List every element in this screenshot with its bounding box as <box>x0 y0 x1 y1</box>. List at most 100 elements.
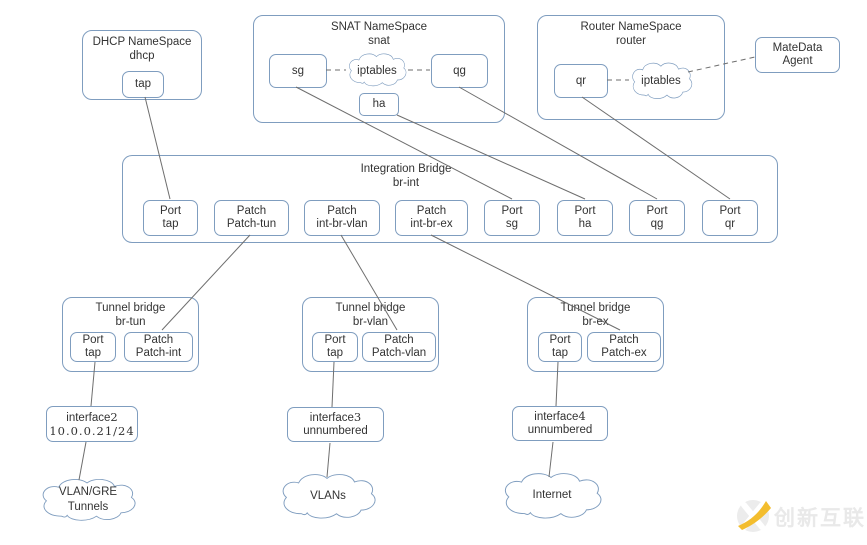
port-label: Patch <box>236 205 267 217</box>
br-ex-container: Tunnel bridge br-ex Port tap Patch Patch… <box>527 297 664 372</box>
metadata-agent-line2: Agent <box>782 55 813 67</box>
vlans-cloud <box>282 474 376 519</box>
snat-namespace-container: SNAT NameSpace snat sg qg ha <box>253 15 505 123</box>
port-label: Port <box>501 205 523 217</box>
br-tun-container: Tunnel bridge br-tun Port tap Patch Patc… <box>62 297 199 372</box>
internet-cloud <box>504 473 602 519</box>
router-qr-label: qr <box>575 74 587 87</box>
br-int-port-qg-box: Port qg <box>629 200 685 236</box>
snat-namespace-name: snat <box>368 35 390 47</box>
port-label: tap <box>327 347 343 359</box>
interface3-box: interface3 unnumbered <box>287 407 384 442</box>
port-label: ha <box>578 218 592 230</box>
br-int-patch-tun-box: Patch Patch-tun <box>214 200 289 236</box>
dhcp-namespace-title-line: DHCP NameSpace <box>92 36 192 48</box>
snat-ha-label: ha <box>372 98 386 110</box>
integration-bridge-name: br-int <box>392 177 420 189</box>
router-namespace-title-line: Router NameSpace <box>580 21 682 33</box>
internet-label: Internet <box>533 489 573 501</box>
port-label: Port <box>159 205 182 217</box>
snat-qg-label: qg <box>453 64 466 77</box>
port-label: tap <box>162 218 179 230</box>
interface-index: 3 <box>353 410 362 424</box>
port-label: qr <box>724 218 736 230</box>
snat-sg-box: sg <box>269 54 327 88</box>
port-label: Patch <box>143 334 174 346</box>
br-vlan-title-line: Tunnel bridge <box>335 302 406 314</box>
br-int-port-qr-box: Port qr <box>702 200 758 236</box>
port-label: Port <box>82 334 104 346</box>
integration-bridge-title-line: Integration Bridge <box>360 163 452 175</box>
br-ex-title-line: Tunnel bridge <box>560 302 631 314</box>
router-namespace-name: router <box>615 35 647 47</box>
connector-interface3-to-vlans-cloud <box>326 442 331 478</box>
port-label: int-br-vlan <box>316 218 368 230</box>
solid-connectors <box>78 86 731 481</box>
dhcp-namespace-container: DHCP NameSpace dhcp tap <box>82 30 202 100</box>
snat-sg-label: sg <box>291 64 305 77</box>
br-int-port-ha-box: Port ha <box>557 200 613 236</box>
interface3-detail: unnumbered <box>303 425 368 437</box>
interface4-box: interface4 unnumbered <box>512 406 608 441</box>
port-label: Patch-tun <box>226 218 277 230</box>
port-label: qg <box>650 218 664 230</box>
br-vlan-title: Tunnel bridge br-vlan <box>303 301 438 329</box>
port-label: tap <box>85 347 101 359</box>
port-label: Port <box>549 334 571 346</box>
port-label: Port <box>646 205 668 217</box>
interface-label: interface <box>534 411 579 423</box>
interface-label: interface <box>309 412 354 424</box>
port-label: int-br-ex <box>410 218 453 230</box>
snat-qg-box: qg <box>431 54 488 88</box>
port-label: Patch <box>327 205 357 217</box>
snat-namespace-title: SNAT NameSpace snat <box>254 20 504 48</box>
snat-ha-box: ha <box>359 93 399 116</box>
port-label: Port <box>324 334 346 346</box>
vlan-gre-label-line1: VLAN/GRE <box>59 486 117 498</box>
interface-index: 2 <box>110 409 118 424</box>
port-label: Patch <box>384 334 414 346</box>
interface2-box: interface2 10.0.0.21/24 <box>46 406 138 442</box>
watermark-brand-text: 创新互联 <box>773 506 866 530</box>
router-namespace-title: Router NameSpace router <box>538 20 724 48</box>
vlan-gre-tunnels-cloud <box>42 478 136 521</box>
interface3-name: interface3 <box>310 411 361 425</box>
interface4-detail: unnumbered <box>527 424 593 436</box>
router-namespace-container: Router NameSpace router qr <box>537 15 725 120</box>
br-ex-title: Tunnel bridge br-ex <box>528 301 663 329</box>
port-label: Patch-int <box>135 347 182 359</box>
br-tun-port-tap-box: Port tap <box>70 332 116 362</box>
port-label: Patch <box>609 334 639 346</box>
br-vlan-port-tap-box: Port tap <box>312 332 358 362</box>
br-tun-title-line: Tunnel bridge <box>95 302 166 314</box>
port-label: sg <box>505 218 519 230</box>
interface4-name: interface4 <box>534 410 585 424</box>
interface-index: 4 <box>578 409 586 423</box>
cxhl-logo-icon <box>737 500 771 532</box>
connector-interface2-to-tunnels-cloud <box>78 441 87 481</box>
br-int-patch-int-br-vlan-box: Patch int-br-vlan <box>304 200 380 236</box>
vlan-gre-label-line2: Tunnels <box>68 501 109 513</box>
br-tun-name: br-tun <box>115 316 146 328</box>
interface2-name: interface2 <box>66 409 118 425</box>
port-label: Patch-vlan <box>371 347 427 359</box>
integration-bridge-title: Integration Bridge br-int <box>256 162 556 190</box>
dhcp-namespace-title: DHCP NameSpace dhcp <box>83 35 201 63</box>
dhcp-tap-label: tap <box>135 78 151 90</box>
br-vlan-name: br-vlan <box>352 316 389 328</box>
cxhl-watermark: 创新互联 <box>737 500 866 532</box>
br-vlan-container: Tunnel bridge br-vlan Port tap Patch Pat… <box>302 297 439 372</box>
br-int-port-tap-box: Port tap <box>143 200 198 236</box>
br-ex-port-tap-box: Port tap <box>538 332 582 362</box>
connector-interface4-to-internet-cloud <box>548 441 554 478</box>
port-label: Patch <box>416 205 447 217</box>
port-label: Patch-ex <box>601 347 647 359</box>
br-vlan-patch-vlan-box: Patch Patch-vlan <box>362 332 436 362</box>
metadata-agent-box: MateData Agent <box>755 37 840 73</box>
dhcp-tap-box: tap <box>122 71 164 98</box>
br-ex-patch-ex-box: Patch Patch-ex <box>587 332 661 362</box>
vlans-label: VLANs <box>310 490 346 502</box>
integration-bridge-container: Integration Bridge br-int Port tap Patch… <box>122 155 778 243</box>
router-qr-box: qr <box>554 64 608 98</box>
port-label: Port <box>574 205 596 217</box>
